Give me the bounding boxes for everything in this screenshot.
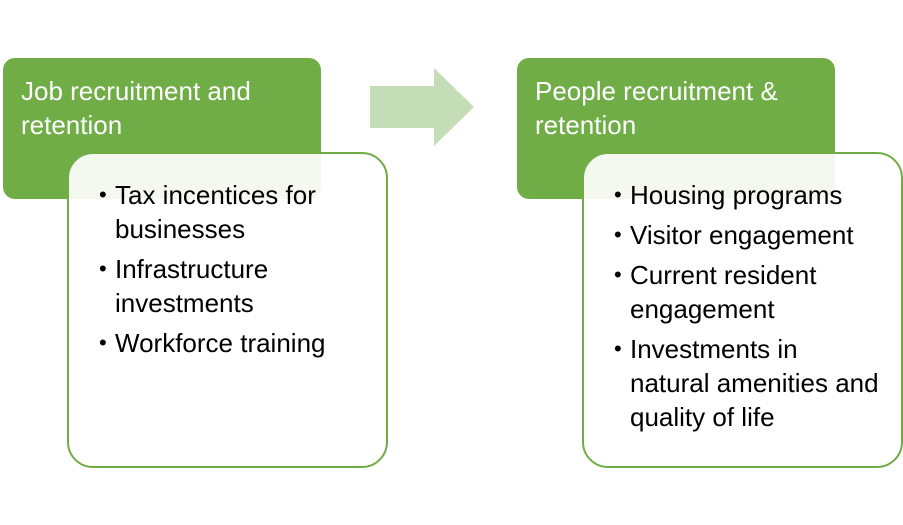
list-item: •Workforce training bbox=[99, 328, 326, 358]
right-detail-box: •Housing programs •Visitor engagement •C… bbox=[582, 152, 903, 468]
bullet-icon: • bbox=[99, 182, 107, 207]
left-detail-box: •Tax incentices for businesses •Infrastr… bbox=[67, 152, 388, 468]
list-item: •Investments in natural amenities and qu… bbox=[614, 334, 879, 432]
right-header-text: People recruitment & retention bbox=[535, 76, 778, 140]
right-item-list: •Housing programs •Visitor engagement •C… bbox=[614, 178, 881, 434]
left-item-list: •Tax incentices for businesses •Infrastr… bbox=[99, 178, 366, 360]
list-item: •Infrastructure investments bbox=[99, 254, 269, 318]
list-item: •Current resident engagement bbox=[614, 260, 817, 324]
list-item: •Visitor engagement bbox=[614, 220, 854, 250]
bullet-icon: • bbox=[614, 222, 622, 247]
right-arrow-icon bbox=[370, 68, 474, 146]
bullet-icon: • bbox=[614, 262, 622, 287]
list-item: •Housing programs bbox=[614, 180, 843, 210]
arrow-shape bbox=[370, 68, 474, 146]
bullet-icon: • bbox=[614, 182, 622, 207]
bullet-icon: • bbox=[614, 336, 622, 361]
list-item: •Tax incentices for businesses bbox=[99, 180, 316, 244]
left-header-text: Job recruitment and retention bbox=[21, 76, 251, 140]
bullet-icon: • bbox=[99, 256, 107, 281]
bullet-icon: • bbox=[99, 330, 107, 355]
